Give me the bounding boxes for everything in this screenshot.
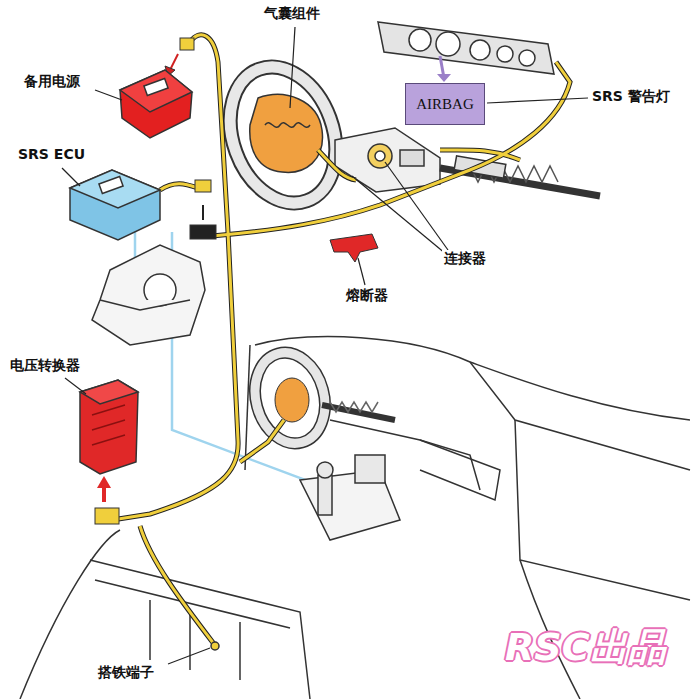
steering-wheel	[250, 95, 323, 173]
fuse	[330, 234, 378, 262]
srs-ecu-unit	[70, 170, 160, 240]
leader-line	[65, 378, 86, 394]
voltage-converter	[97, 476, 111, 488]
steering-column	[400, 150, 424, 166]
leader-line	[95, 90, 122, 100]
leader-line	[487, 98, 588, 103]
lower-steering-wheel	[245, 345, 334, 451]
wire-harness	[240, 420, 284, 462]
car-body-outline	[95, 580, 290, 628]
leader-line	[358, 258, 365, 285]
lower-steering-wheel	[245, 345, 334, 451]
part-label: 连接器	[442, 250, 488, 267]
wire-harness	[112, 35, 570, 644]
backup-power-unit	[144, 79, 168, 96]
backup-power-unit	[120, 70, 192, 112]
car-body-outline	[515, 420, 690, 600]
steering-wheel	[265, 123, 310, 128]
lower-steering-wheel	[245, 345, 395, 451]
gear-shifter	[317, 455, 385, 515]
wire-plug	[180, 38, 194, 50]
voltage-converter	[80, 380, 138, 474]
gear-shifter	[355, 455, 385, 483]
mounting-bracket	[100, 300, 190, 310]
wire-harness	[140, 526, 214, 644]
leader-line	[352, 176, 446, 254]
steering-column	[368, 144, 392, 168]
car-body-outline	[245, 345, 250, 470]
instrument-cluster	[378, 22, 554, 82]
srs-ecu-unit	[70, 170, 160, 240]
wire-harness	[160, 184, 198, 190]
voltage-converter	[92, 405, 125, 445]
wire-harness	[212, 62, 570, 236]
gear-shifter	[317, 462, 333, 478]
part-label: 电压转换器	[8, 357, 82, 374]
instrument-cluster	[470, 40, 490, 60]
wire-harness	[240, 420, 284, 462]
steering-wheel	[212, 52, 354, 218]
lower-steering-wheel	[330, 402, 378, 412]
instrument-cluster	[497, 46, 513, 62]
car-body-outline	[470, 362, 690, 420]
mounting-bracket	[92, 245, 205, 345]
leader-line	[290, 27, 295, 108]
backup-power-unit	[120, 70, 192, 138]
instrument-cluster	[409, 29, 431, 51]
ground-terminal	[211, 642, 219, 650]
gear-shifter	[318, 475, 332, 515]
voltage-converter	[80, 380, 138, 502]
srs-ecu-unit	[70, 170, 160, 208]
leader-line	[62, 168, 80, 186]
car-body-outline	[420, 440, 480, 490]
part-label: 备用电源	[22, 73, 82, 90]
leader-line	[385, 162, 448, 250]
car-body-outline	[150, 600, 240, 680]
wire-harness	[440, 150, 520, 160]
warning-lamp-box: AIRBAG	[405, 83, 485, 125]
part-label: 气囊组件	[262, 5, 322, 22]
instrument-cluster	[519, 50, 535, 66]
fuse	[330, 234, 378, 262]
wire-harness	[212, 62, 570, 236]
wire-plug	[95, 508, 119, 524]
wire-plug	[202, 205, 204, 220]
wire-harness	[140, 526, 214, 644]
voltage-converter	[80, 380, 138, 404]
steering-wheel	[212, 52, 354, 218]
lower-steering-wheel	[275, 378, 309, 422]
leader-line	[62, 27, 588, 664]
wire-plug	[190, 225, 216, 239]
instrument-cluster	[378, 22, 554, 74]
part-label: 搭铁端子	[96, 664, 156, 681]
node-text: AIRBAG	[416, 96, 474, 113]
mounting-bracket	[92, 245, 205, 345]
part-label: SRS ECU	[16, 146, 87, 163]
backup-power-unit	[120, 70, 192, 138]
instrument-cluster	[437, 74, 451, 82]
ground-terminal	[211, 642, 219, 650]
instrument-cluster	[436, 32, 460, 56]
srs-ecu-unit	[99, 177, 123, 194]
steering-column	[335, 128, 440, 192]
wire-harness	[112, 35, 570, 644]
part-label: SRS 警告灯	[590, 88, 672, 105]
leader-line	[168, 648, 210, 664]
wire-plug	[170, 54, 178, 70]
steering-wheel	[212, 52, 354, 218]
steering-column	[375, 151, 385, 161]
steering-column	[335, 128, 600, 196]
wire-harness	[160, 184, 198, 190]
wire-harness	[318, 150, 356, 180]
wire-plug	[195, 180, 211, 192]
wire-harness	[318, 150, 356, 180]
part-label: 熔断器	[344, 287, 390, 304]
watermark: RSC出品	[505, 627, 666, 669]
